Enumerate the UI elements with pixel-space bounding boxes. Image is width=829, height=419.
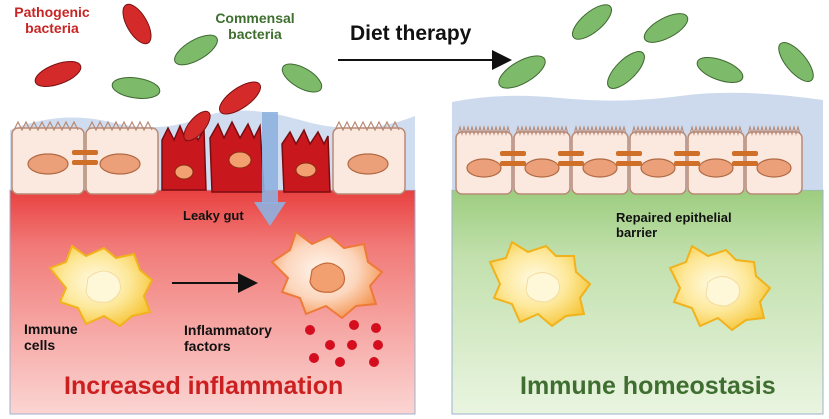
epithelial-cell-icon [629,124,687,195]
pathogenic-bacterium-icon [122,3,152,45]
activated-immune-cell-icon [270,230,384,320]
inflammatory-line-1: Inflammatory [184,322,272,338]
inflammatory-factor-dot-icon [349,320,359,330]
inflammatory-factors-label: Inflammatory factors [184,322,272,354]
tight-junction [674,151,700,156]
diet-therapy-label: Diet therapy [350,22,472,45]
right-panel [451,4,824,415]
commensal-bacterium-icon [572,4,612,40]
commensal-bacterium-icon [643,13,689,43]
epithelial-cell-icon [85,120,159,195]
repaired-line-2: barrier [616,224,658,240]
left-panel [9,3,416,415]
inflammatory-factor-dot-icon [373,340,383,350]
epithelial-cell-icon [332,120,406,195]
immune-cell-icon [668,244,772,332]
tight-junction [674,161,700,166]
commensal-line-1: Commensal [215,10,295,26]
inflammatory-factor-dot-icon [325,340,335,350]
pathogenic-line-1: Pathogenic [14,4,90,20]
inflammatory-factor-dot-icon [347,340,357,350]
repaired-line-1: Repaired epithelial [616,210,732,225]
tight-junction [732,151,758,156]
leaky-gut-arrow [254,112,286,226]
inflammatory-factor-dot-icon [335,357,345,367]
epithelial-cell-icon [745,124,803,195]
damaged-epithelial-cell-icon [281,128,331,193]
pathogenic-bacteria-label: Pathogenic bacteria [4,4,100,36]
commensal-bacterium-icon [111,77,161,99]
immune-homeostasis-label: Immune homeostasis [520,372,776,400]
epithelial-cell-icon [11,120,85,195]
right-epithelium [455,124,803,195]
immune-cell-icon [488,240,592,328]
tight-junction [72,150,98,155]
tight-junction [500,161,526,166]
immune-line-2: cells [24,337,56,354]
tight-junction [732,161,758,166]
commensal-bacterium-icon [498,55,546,89]
tight-junction [558,151,584,156]
epithelial-cell-icon [687,124,745,195]
commensal-bacterium-icon [696,57,744,83]
epithelial-cell-icon [571,124,629,195]
inflammatory-factor-dot-icon [369,357,379,367]
leaky-gut-label: Leaky gut [183,208,244,223]
damaged-epithelial-cell-icon [209,120,265,193]
immune-cells-label: Immune cells [24,321,78,353]
inflammatory-factor-dot-icon [309,353,319,363]
immune-cell-icon [48,244,154,328]
commensal-bacterium-icon [174,34,218,66]
repaired-barrier-label: Repaired epithelial barrier [616,210,732,241]
inflammatory-factor-dot-icon [305,325,315,335]
pathogenic-bacterium-icon [183,110,211,142]
increased-inflammation-label: Increased inflammation [64,372,344,400]
tight-junction [558,161,584,166]
damaged-epithelial-cell-icon [161,124,207,191]
commensal-bacteria-label: Commensal bacteria [200,10,310,42]
commensal-bacterium-icon [778,42,814,82]
epithelial-cell-icon [513,124,571,195]
commensal-line-2: bacteria [228,26,282,43]
inflammatory-line-2: factors [184,338,231,355]
pathogenic-bacterium-icon [34,61,82,87]
pathogenic-bacterium-icon [219,81,261,115]
commensal-bacterium-icon [281,63,323,93]
tight-junction [616,151,642,156]
tight-junction [500,151,526,156]
inflammatory-factor-dot-icon [371,323,381,333]
immune-line-1: Immune [24,321,78,337]
pathogenic-line-2: bacteria [25,20,79,37]
inflammatory-factors-dots [305,320,383,367]
tight-junction [616,161,642,166]
tight-junction [72,160,98,165]
commensal-bacterium-icon [607,51,645,89]
epithelial-cell-icon [455,124,513,195]
